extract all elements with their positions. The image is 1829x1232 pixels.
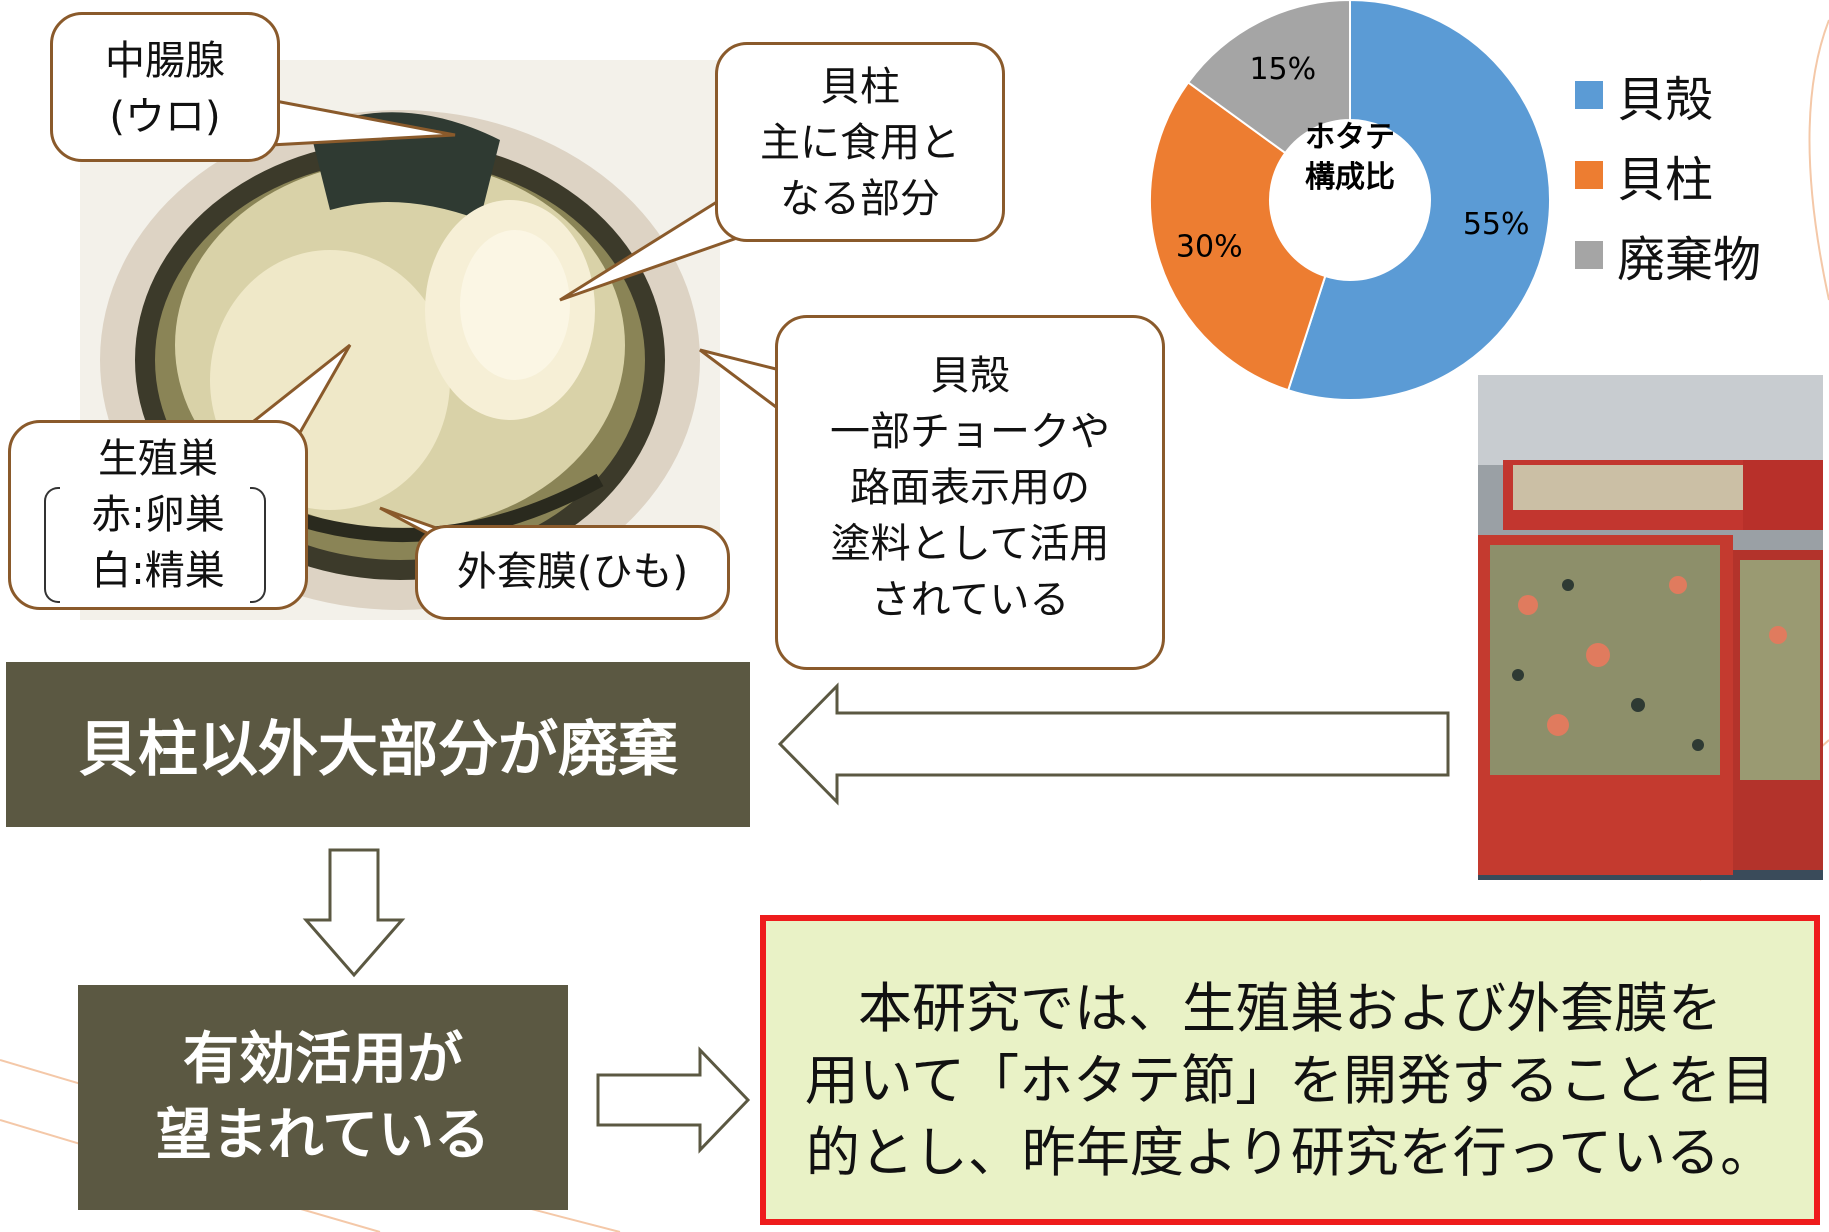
- legend-swatch: [1575, 161, 1603, 189]
- arrow-right: [596, 1046, 751, 1154]
- discarded-box: 貝柱以外大部分が廃棄: [6, 662, 750, 827]
- research-goal-box: 本研究では、生殖巣および外套膜を 用いて「ホタテ節」を開発することを目 的とし、…: [760, 915, 1820, 1225]
- donut-value-label-2: 15%: [1249, 52, 1316, 87]
- callout-mantle: 外套膜(ひも): [415, 525, 730, 620]
- callout-adductor: 貝柱 主に食用と なる部分: [715, 42, 1005, 242]
- donut-slice-0: [1286, 0, 1551, 401]
- center-label-line2: 構成比: [1305, 160, 1395, 195]
- legend-item-adductor: 貝柱: [1575, 135, 1761, 215]
- chart-legend: 貝殻 貝柱 廃棄物: [1575, 55, 1761, 295]
- callout-midgut-gland: 中腸腺 (ウロ): [50, 12, 280, 162]
- legend-item-waste: 廃棄物: [1575, 215, 1761, 295]
- donut-slice-1: [1149, 81, 1327, 392]
- arrow-down: [302, 848, 406, 978]
- arrow-left: [777, 682, 1450, 806]
- donut-value-label-1: 30%: [1176, 230, 1243, 265]
- utilization-hoped-box: 有効活用が 望まれている: [78, 985, 568, 1210]
- donut-slice-2: [1186, 0, 1351, 155]
- callout-gonad: 生殖巣 赤:卵巣 白:精巣: [8, 420, 308, 610]
- scallop-photo: [80, 60, 720, 620]
- legend-swatch: [1575, 241, 1603, 269]
- legend-swatch: [1575, 81, 1603, 109]
- waste-crates-photo: [1478, 375, 1823, 880]
- bracket-left: [44, 487, 60, 603]
- callout-shell: 貝殻 一部チョークや 路面表示用の 塗料として活用 されている: [775, 315, 1165, 670]
- center-label-line1: ホタテ: [1305, 120, 1395, 155]
- legend-item-shell: 貝殻: [1575, 55, 1761, 135]
- donut-value-label-0: 55%: [1463, 207, 1530, 242]
- composition-donut-chart: 55% 30% 15% ホタテ 構成比: [1149, 0, 1551, 401]
